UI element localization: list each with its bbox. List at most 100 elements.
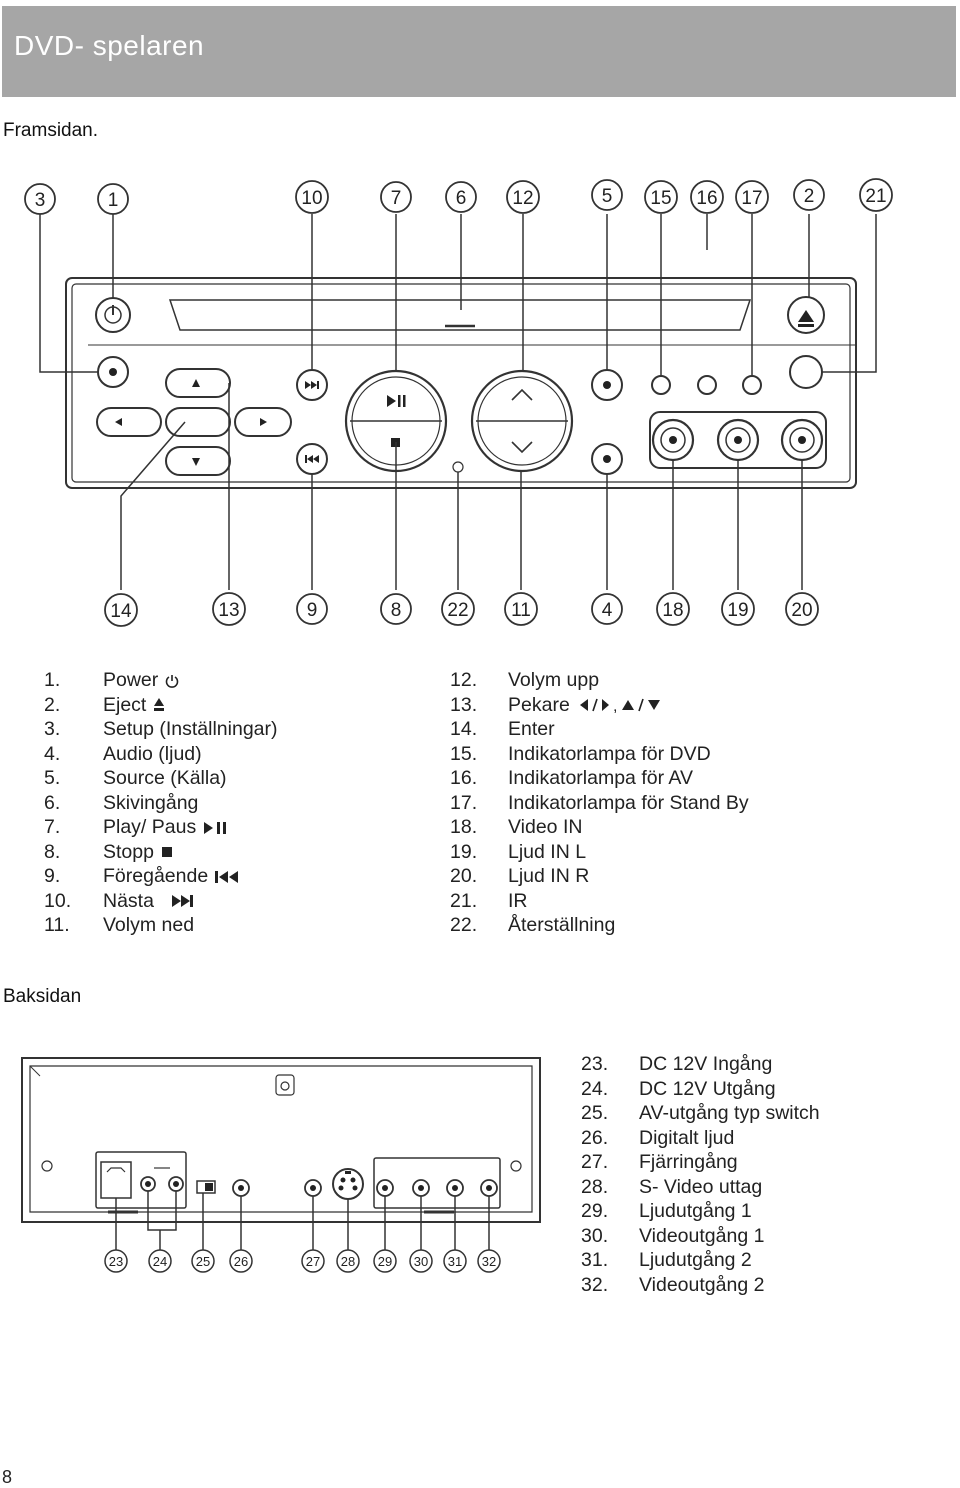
legend-item: 31.Ljudutgång 2 <box>581 1249 752 1271</box>
callout-label: 12 <box>512 188 533 209</box>
front-legend-left: 1.Power 2.Eject 3.Setup (Inställningar) … <box>44 668 424 938</box>
callout-label: 20 <box>791 600 812 621</box>
callout-label: 30 <box>414 1254 428 1269</box>
nav-right-button <box>234 407 292 437</box>
callout-28: 28 <box>336 1249 360 1273</box>
legend-item: 27.Fjärringång <box>581 1151 738 1173</box>
legend-item: 18.Video IN <box>450 816 583 838</box>
callout-label: 4 <box>602 600 613 621</box>
callout-26: 26 <box>229 1249 253 1273</box>
legend-item: 4.Audio (ljud) <box>44 742 202 765</box>
callout-label: 7 <box>391 188 402 209</box>
legend-item: 5.Source (Källa) <box>44 767 227 789</box>
legend-item: 16.Indikatorlampa för AV <box>450 767 693 789</box>
page-number: 8 <box>2 1467 13 1487</box>
callout-24: 24 <box>148 1249 172 1273</box>
callout-label: 17 <box>741 188 762 209</box>
next-icon <box>171 895 193 908</box>
callout-label: 28 <box>341 1254 355 1269</box>
callout-15: 15 <box>644 180 678 214</box>
disc-slot <box>168 299 752 331</box>
callout-label: 24 <box>153 1254 167 1269</box>
callout-label: 19 <box>727 600 748 621</box>
legend-item: 17.Indikatorlampa för Stand By <box>450 791 749 814</box>
callout-label: 11 <box>511 600 531 621</box>
callout-21: 21 <box>859 178 893 212</box>
callout-20: 20 <box>785 592 819 626</box>
callout-8: 8 <box>380 593 412 625</box>
av-indicator <box>697 375 717 395</box>
callout-13: 13 <box>212 592 246 626</box>
callout-label: 6 <box>456 188 467 209</box>
callout-label: 29 <box>378 1254 392 1269</box>
callout-3: 3 <box>24 183 56 215</box>
callout-18: 18 <box>656 592 690 626</box>
nav-up-button <box>165 368 231 398</box>
legend-item: 32.Videoutgång 2 <box>581 1273 765 1296</box>
eject-button <box>787 296 825 334</box>
legend-item: 8.Stopp <box>44 840 424 865</box>
legend-item: 2.Eject <box>44 693 424 718</box>
callout-32: 32 <box>477 1249 501 1273</box>
callout-6: 6 <box>445 181 477 213</box>
callout-7: 7 <box>380 181 412 213</box>
callout-4: 4 <box>591 593 623 625</box>
callout-25: 25 <box>191 1249 215 1273</box>
callout-2: 2 <box>793 179 825 211</box>
back-legend: 23.DC 12V Ingång 24.DC 12V Utgång 25.AV-… <box>581 1052 951 1297</box>
legend-item: 10.Nästa <box>44 889 424 914</box>
svg-text:,: , <box>613 698 617 714</box>
callout-16: 16 <box>690 180 724 214</box>
header-bar <box>2 6 956 97</box>
callout-label: 15 <box>650 188 671 209</box>
reset-button <box>452 461 464 473</box>
nav-down-button <box>165 446 231 476</box>
ir-sensor <box>789 355 823 389</box>
legend-item: 3.Setup (Inställningar) <box>44 718 278 740</box>
callout-label: 1 <box>108 190 119 211</box>
callout-label: 25 <box>196 1254 210 1269</box>
callout-14: 14 <box>104 593 138 627</box>
callout-19: 19 <box>721 592 755 626</box>
callout-5: 5 <box>591 179 623 211</box>
enter-button <box>165 407 231 437</box>
legend-item: 23.DC 12V Ingång <box>581 1053 773 1075</box>
callout-1: 1 <box>97 183 129 215</box>
nav-left-button <box>96 407 162 437</box>
back-panel-outline <box>21 1057 541 1223</box>
callout-29: 29 <box>373 1249 397 1273</box>
callout-label: 16 <box>696 188 717 209</box>
legend-item: 13.Pekare, <box>450 693 870 718</box>
eject-icon <box>154 698 165 712</box>
legend-item: 9.Föregående <box>44 864 424 889</box>
av-switch <box>196 1180 216 1194</box>
standby-indicator <box>742 375 762 395</box>
dc-connector-block <box>95 1151 187 1209</box>
legend-item: 21.IR <box>450 889 528 912</box>
legend-item: 25.AV-utgång typ switch <box>581 1102 820 1124</box>
page-title: DVD- spelaren <box>14 30 205 61</box>
callout-label: 10 <box>301 188 322 209</box>
callout-17: 17 <box>735 180 769 214</box>
callout-label: 22 <box>447 600 468 621</box>
callout-10: 10 <box>295 180 329 214</box>
power-icon <box>165 674 179 688</box>
callout-label: 9 <box>307 600 318 621</box>
av-output-block <box>373 1157 501 1209</box>
legend-item: 1.Power <box>44 668 424 693</box>
legend-item: 29.Ljudutgång 1 <box>581 1200 752 1222</box>
legend-item: 11.Volym ned <box>44 914 195 936</box>
callout-label: 26 <box>234 1254 248 1269</box>
legend-item: 20.Ljud IN R <box>450 865 590 887</box>
callout-31: 31 <box>443 1249 467 1273</box>
callout-9: 9 <box>296 593 328 625</box>
legend-item: 6.Skivingång <box>44 791 199 814</box>
callout-12: 12 <box>506 180 540 214</box>
callout-label: 5 <box>602 186 613 207</box>
dvd-indicator <box>651 375 671 395</box>
callout-label: 2 <box>804 186 815 207</box>
legend-item: 24.DC 12V Utgång <box>581 1077 776 1100</box>
callout-label: 31 <box>448 1254 462 1269</box>
callout-label: 14 <box>110 601 132 622</box>
callout-label: 23 <box>109 1254 123 1269</box>
